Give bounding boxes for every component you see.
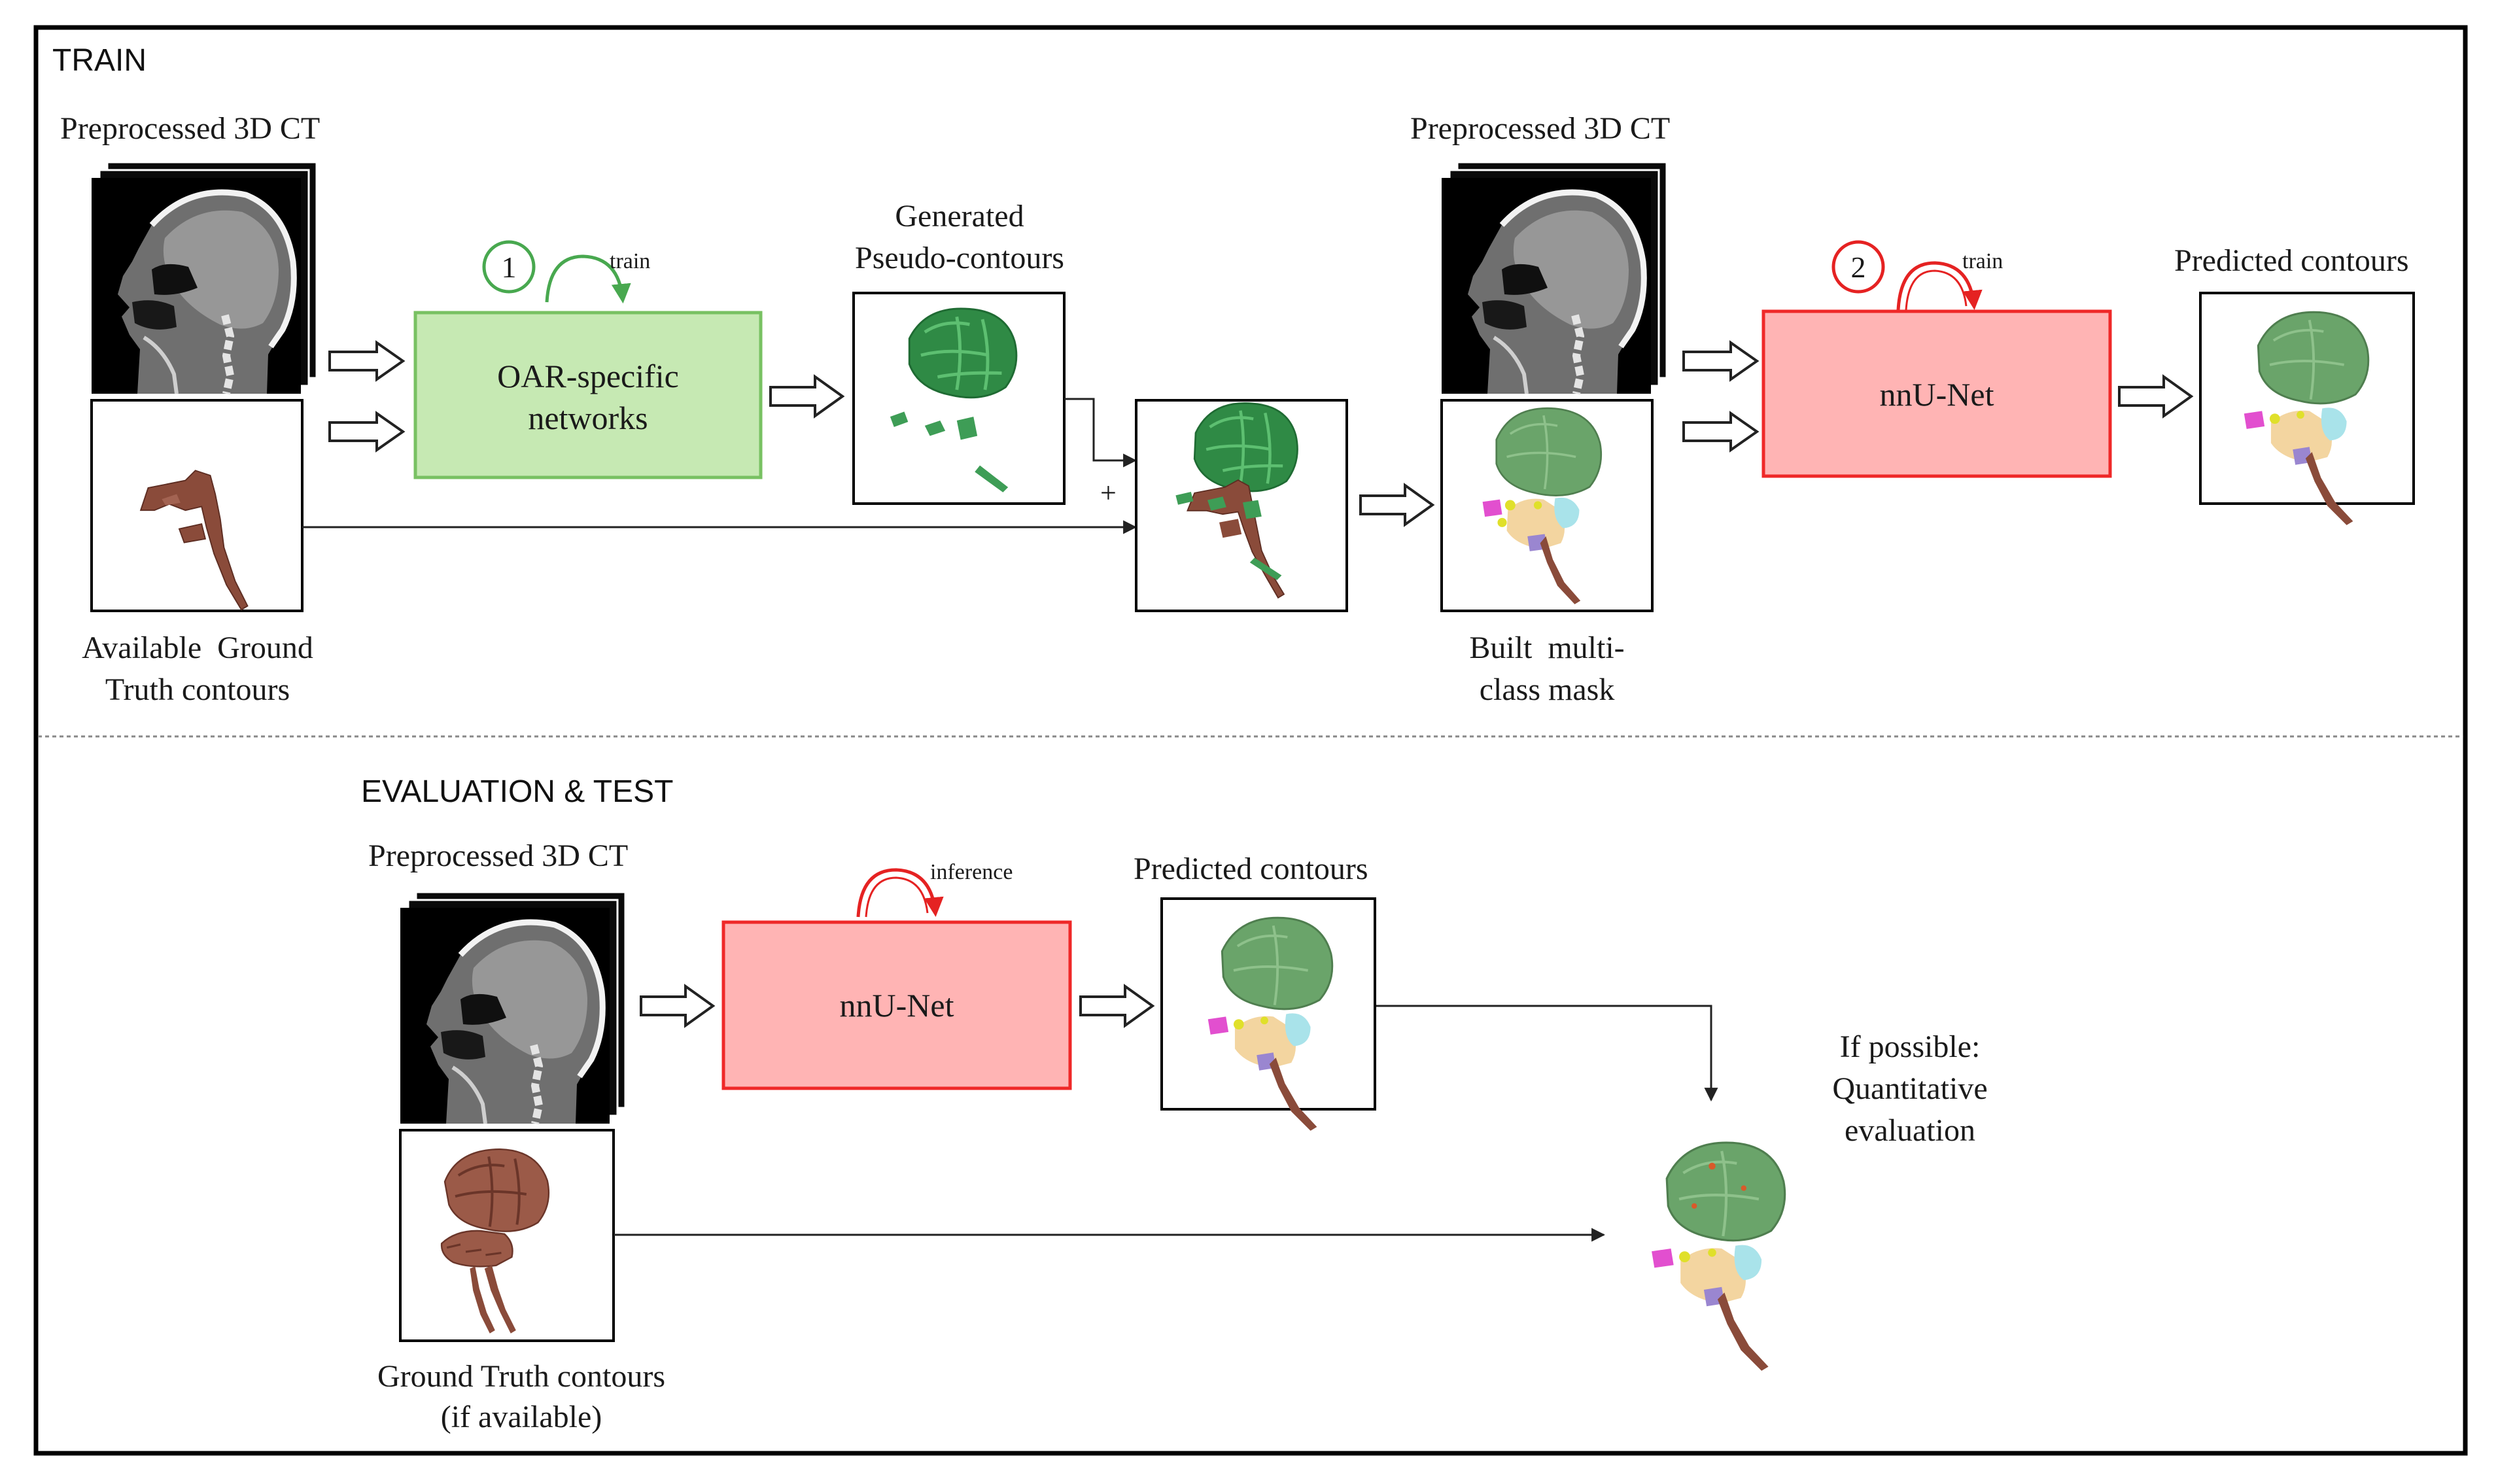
arrow-nnunet-to-predicted: [2118, 374, 2194, 419]
arrow-ct-to-oar: [328, 340, 406, 382]
train-predicted-label: Predicted contours: [2174, 243, 2409, 278]
eval-nnunet-box: [721, 920, 1072, 1090]
mask-label-line2: class mask: [1480, 672, 1615, 707]
arrow-ct2-to-nnunet: [1682, 340, 1760, 382]
inference-loop: [856, 868, 944, 918]
arrow-eval-ct-to-nnunet: [640, 984, 716, 1028]
step2-number: 2: [1851, 250, 1866, 284]
pseudo-label-line2: Pseudo-contours: [855, 241, 1064, 275]
arrow-predicted-to-overlay: [1376, 1005, 1718, 1102]
eval-gt-label-line2: (if available): [441, 1400, 602, 1434]
mask-label-line1: Built multi-: [1469, 630, 1624, 665]
overlay-comparison-image: [1652, 1143, 1785, 1371]
eval-ct-image: [400, 892, 625, 1124]
eval-gt-label-line1: Ground Truth contours: [377, 1359, 665, 1394]
arrow-eval-nnunet-to-predicted: [1079, 984, 1155, 1028]
oar-box-line1: OAR-specific: [497, 358, 679, 394]
step2-train-label: train: [1962, 249, 2003, 273]
step2-badge: [1831, 240, 1885, 294]
arrow-pseudo-to-combo: [1064, 398, 1137, 468]
train-ct2-image: [1442, 162, 1667, 394]
plus-sign: +: [1100, 477, 1117, 509]
train-nnunet-label: nnU-Net: [1880, 376, 1994, 413]
step1-train-loop: [545, 254, 631, 303]
train-ct-label: Preprocessed 3D CT: [60, 111, 320, 146]
step1-number: 1: [502, 250, 517, 284]
train-ct-image: [92, 162, 317, 394]
arrow-oar-to-pseudo: [769, 374, 845, 419]
eval-nnunet-label: nnU-Net: [840, 987, 954, 1024]
quant-label-line2: Quantitative: [1832, 1071, 1987, 1106]
oar-networks-box: [413, 311, 763, 479]
quant-label-line1: If possible:: [1840, 1029, 1981, 1064]
arrow-mask-to-nnunet: [1682, 411, 1760, 453]
eval-ct-label: Preprocessed 3D CT: [368, 838, 628, 873]
train-ct2-label: Preprocessed 3D CT: [1410, 111, 1670, 146]
pseudo-label-line1: Generated: [895, 199, 1024, 233]
step2-train-loop: [1896, 261, 1983, 311]
eval-section-title: EVALUATION & TEST: [361, 774, 673, 809]
quant-label-line3: evaluation: [1845, 1113, 1975, 1148]
arrow-combo-to-mask: [1359, 483, 1435, 527]
eval-predicted-label: Predicted contours: [1134, 852, 1368, 886]
train-gt-label-line2: Truth contours: [105, 672, 290, 707]
train-gt-label-line1: Available Ground: [82, 630, 313, 665]
train-section-title: TRAIN: [52, 43, 147, 78]
step1-train-label: train: [610, 249, 650, 273]
step1-badge: [482, 240, 536, 294]
train-nnunet-box: [1761, 309, 2112, 478]
arrow-gt-to-oar: [328, 411, 406, 453]
oar-box-line2: networks: [528, 400, 648, 436]
inference-label: inference: [930, 860, 1013, 884]
